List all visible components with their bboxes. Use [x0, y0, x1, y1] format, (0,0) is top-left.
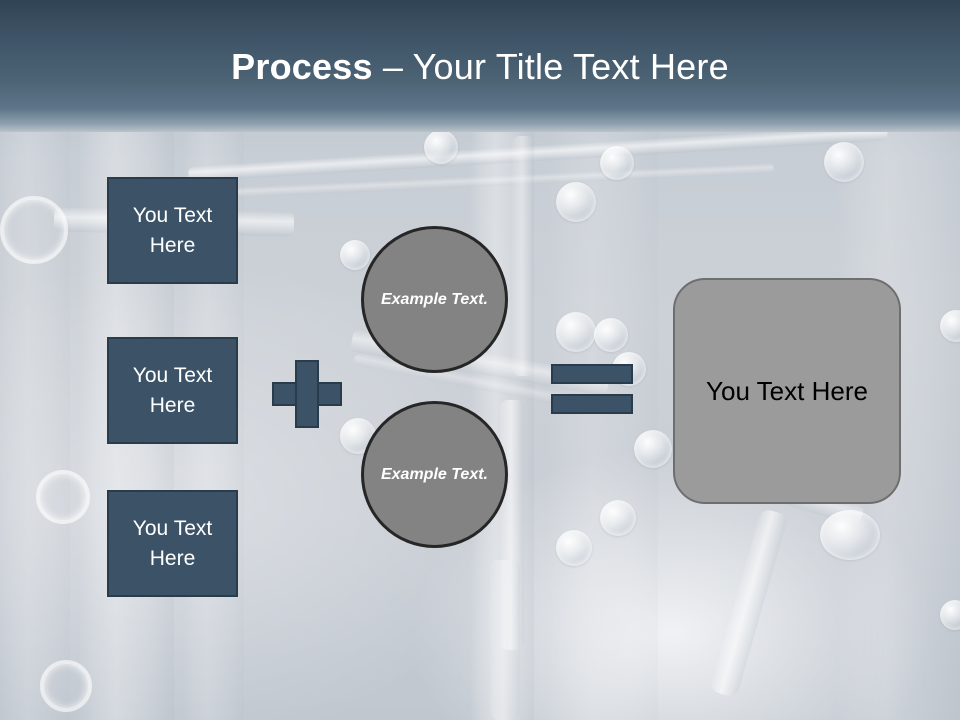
- input-box-1[interactable]: You Text Here: [107, 177, 238, 284]
- page-title-bold: Process: [231, 46, 373, 87]
- example-circle-2-label: Example Text.: [380, 466, 488, 483]
- background-bolt: [600, 500, 636, 536]
- input-box-3-label: You Text Here: [132, 516, 213, 570]
- input-box-3[interactable]: You Text Here: [107, 490, 238, 597]
- background-bolt: [556, 312, 596, 352]
- background-bolt: [824, 142, 864, 182]
- example-circle-1[interactable]: Example Text.: [361, 226, 508, 373]
- plus-icon: [272, 360, 342, 428]
- background-bolt: [634, 430, 672, 468]
- equals-icon-bottom-bar: [551, 394, 633, 414]
- result-box[interactable]: You Text Here: [673, 278, 901, 504]
- background-ring: [0, 196, 68, 264]
- page-title-rest: – Your Title Text Here: [372, 46, 729, 87]
- background-bolt: [340, 240, 370, 270]
- input-box-2[interactable]: You Text Here: [107, 337, 238, 444]
- background-rod: [500, 400, 524, 650]
- result-box-label: You Text Here: [706, 375, 868, 406]
- background-ring: [40, 660, 92, 712]
- example-circle-2[interactable]: Example Text.: [361, 401, 508, 548]
- plus-icon-center-fill: [297, 384, 317, 404]
- background-rod: [490, 560, 520, 720]
- equals-icon: [551, 364, 633, 414]
- background-bolt: [940, 600, 960, 630]
- background-pipe: [548, 132, 658, 720]
- background-bolt: [594, 318, 628, 352]
- background-bolt: [556, 182, 596, 222]
- background-rod: [512, 136, 534, 376]
- background-bolt: [600, 146, 634, 180]
- background-bolt: [940, 310, 960, 342]
- input-box-2-label: You Text Here: [132, 363, 213, 417]
- background-bolt: [820, 510, 880, 560]
- page-title: Process – Your Title Text Here: [0, 46, 960, 88]
- title-header-band: Process – Your Title Text Here: [0, 0, 960, 132]
- input-box-1-label: You Text Here: [132, 203, 213, 257]
- background-bolt: [424, 130, 458, 164]
- example-circle-1-label: Example Text.: [380, 291, 488, 308]
- background-ring: [36, 470, 90, 524]
- equals-icon-top-bar: [551, 364, 633, 384]
- background-bolt: [556, 530, 592, 566]
